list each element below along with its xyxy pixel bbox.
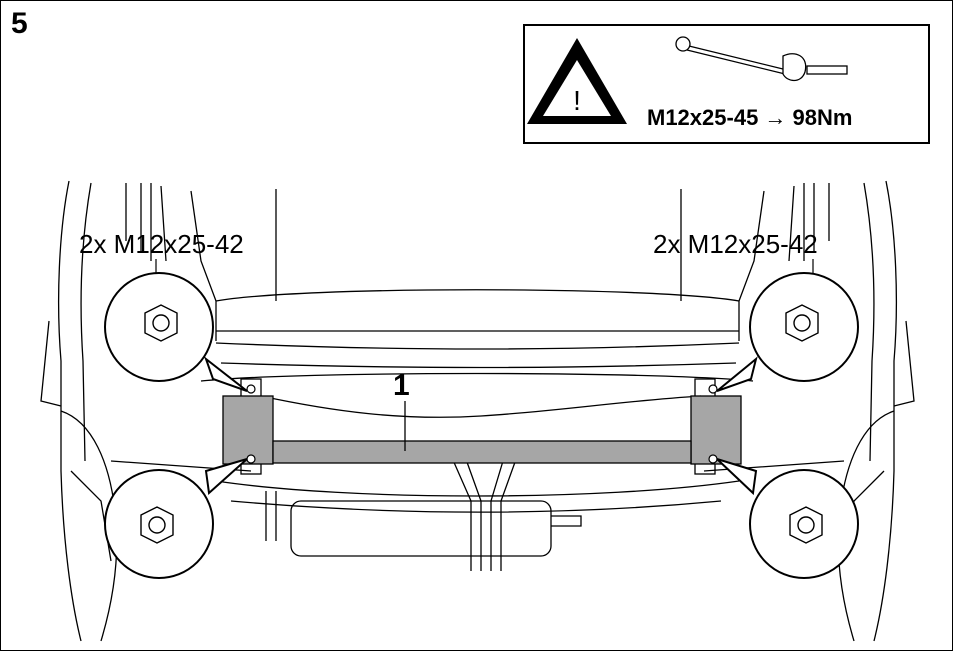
svg-text:!: ! <box>573 85 581 116</box>
warning-triangle-icon: ! <box>527 38 627 124</box>
torque-spec-panel: ! <box>523 24 930 144</box>
right-bolt-label: 2x M12x25-42 <box>653 229 818 259</box>
bolt-callouts <box>104 272 859 579</box>
step-number: 5 <box>11 7 28 40</box>
torque-wrench-icon <box>675 36 848 82</box>
torque-spec-text: M12x25-45 → 98Nm <box>647 105 853 130</box>
left-bolt-label: 2x M12x25-42 <box>79 229 244 259</box>
crossbar-part <box>222 395 742 465</box>
part-number-label: 1 <box>393 369 410 402</box>
